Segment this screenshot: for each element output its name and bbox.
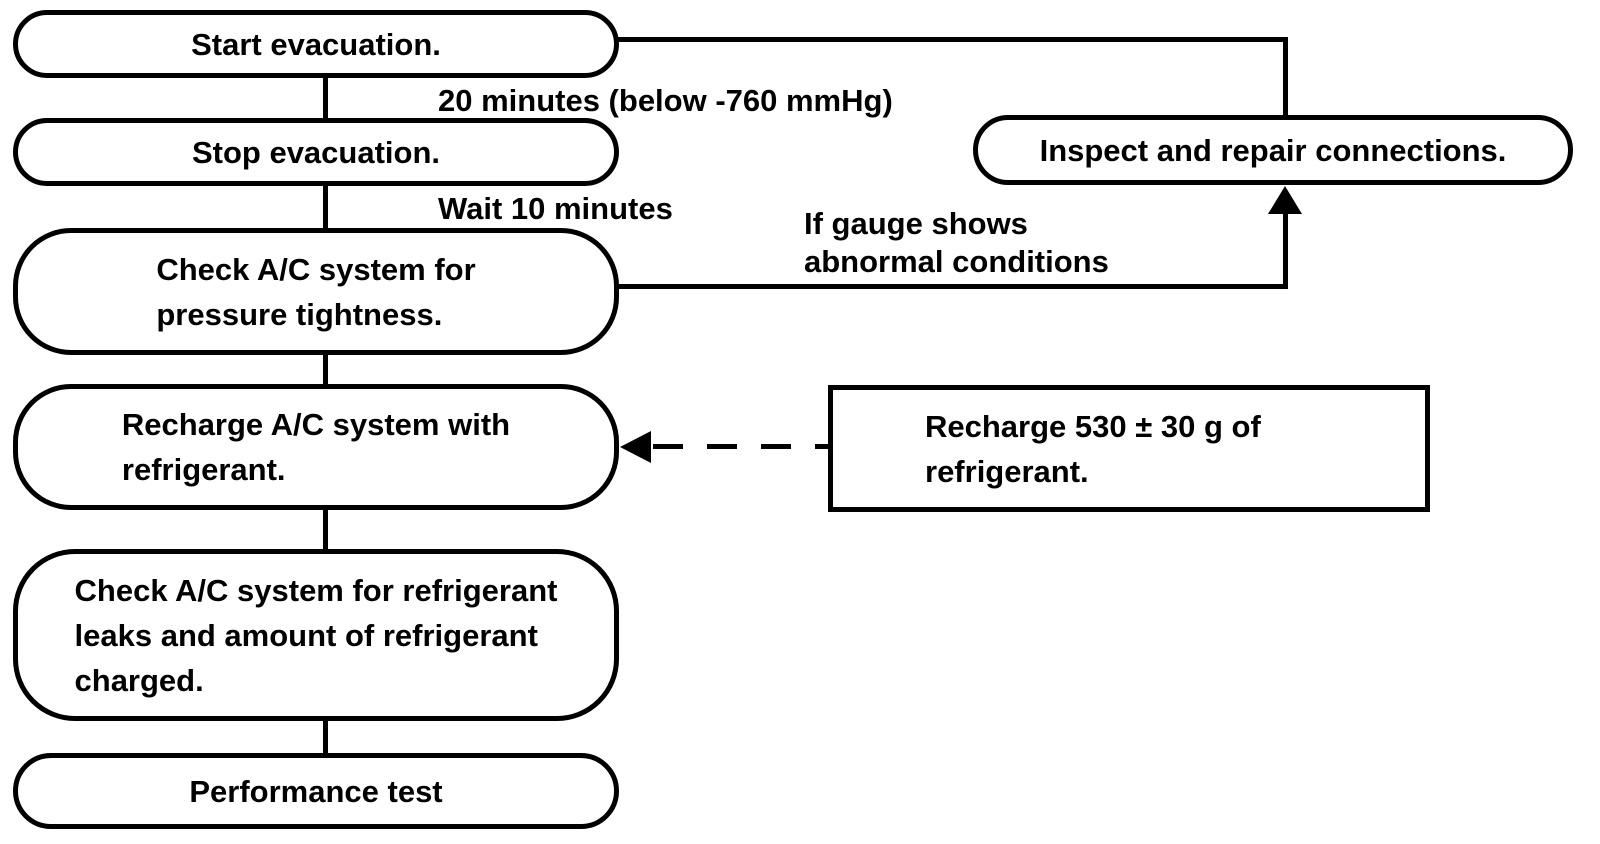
arrow-up-icon [1268, 186, 1302, 214]
node-start-evacuation-label: Start evacuation. [191, 26, 441, 62]
edge-label-evacuation-time: 20 minutes (below -760 mmHg) [438, 83, 893, 118]
node-recharge-system: Recharge A/C system with refrigerant. [13, 384, 619, 510]
node-inspect-repair: Inspect and repair connections. [973, 115, 1573, 185]
node-recharge-note-line1: Recharge 530 ± 30 g of [925, 408, 1261, 444]
node-stop-evacuation: Stop evacuation. [13, 118, 619, 186]
edge-stop-to-check-pressure [323, 183, 328, 231]
edge-label-abnormal-line1: If gauge shows [804, 206, 1028, 241]
node-check-leaks: Check A/C system for refrigerant leaks a… [13, 549, 619, 721]
node-check-pressure-line1: Check A/C system for [156, 251, 476, 287]
edge-check-leaks-to-performance [323, 718, 328, 756]
edge-note-to-recharge-dashed [653, 444, 828, 449]
node-inspect-repair-label: Inspect and repair connections. [1039, 132, 1507, 168]
edge-label-abnormal-line2: abnormal conditions [804, 244, 1109, 279]
edge-inspect-to-start-vertical [1283, 37, 1288, 117]
node-check-pressure-line2: pressure tightness. [156, 296, 443, 332]
node-check-pressure: Check A/C system for pressure tightness. [13, 228, 619, 355]
node-check-leaks-line3: charged. [74, 662, 204, 698]
node-stop-evacuation-label: Stop evacuation. [191, 134, 441, 170]
node-check-leaks-line2: leaks and amount of refrigerant [74, 617, 538, 653]
node-recharge-note-label: Recharge 530 ± 30 g of refrigerant. [925, 404, 1261, 494]
edge-inspect-to-start-horizontal [616, 37, 1288, 42]
edge-check-pressure-to-recharge [323, 352, 328, 387]
edge-check-to-inspect-vertical [1283, 210, 1288, 289]
node-start-evacuation: Start evacuation. [13, 10, 619, 78]
node-check-pressure-label: Check A/C system for pressure tightness. [156, 247, 475, 337]
node-performance-test: Performance test [13, 753, 619, 829]
edge-recharge-to-check-leaks [323, 507, 328, 552]
node-recharge-system-line2: refrigerant. [121, 452, 286, 487]
edge-check-to-inspect-horizontal [616, 284, 1288, 289]
node-performance-test-label: Performance test [189, 773, 443, 809]
edge-label-abnormal: If gauge shows abnormal conditions [804, 205, 1109, 281]
node-recharge-system-label: Recharge A/C system with refrigerant. [122, 402, 510, 492]
node-check-leaks-line1: Check A/C system for refrigerant [74, 572, 558, 608]
node-recharge-note-line2: refrigerant. [925, 453, 1089, 489]
node-check-leaks-label: Check A/C system for refrigerant leaks a… [75, 568, 558, 703]
edge-start-to-stop [323, 75, 328, 121]
edge-label-wait: Wait 10 minutes [438, 191, 673, 226]
node-recharge-note: Recharge 530 ± 30 g of refrigerant. [828, 385, 1430, 512]
arrow-left-icon [620, 431, 651, 463]
node-recharge-system-line1: Recharge A/C system with [121, 407, 511, 442]
